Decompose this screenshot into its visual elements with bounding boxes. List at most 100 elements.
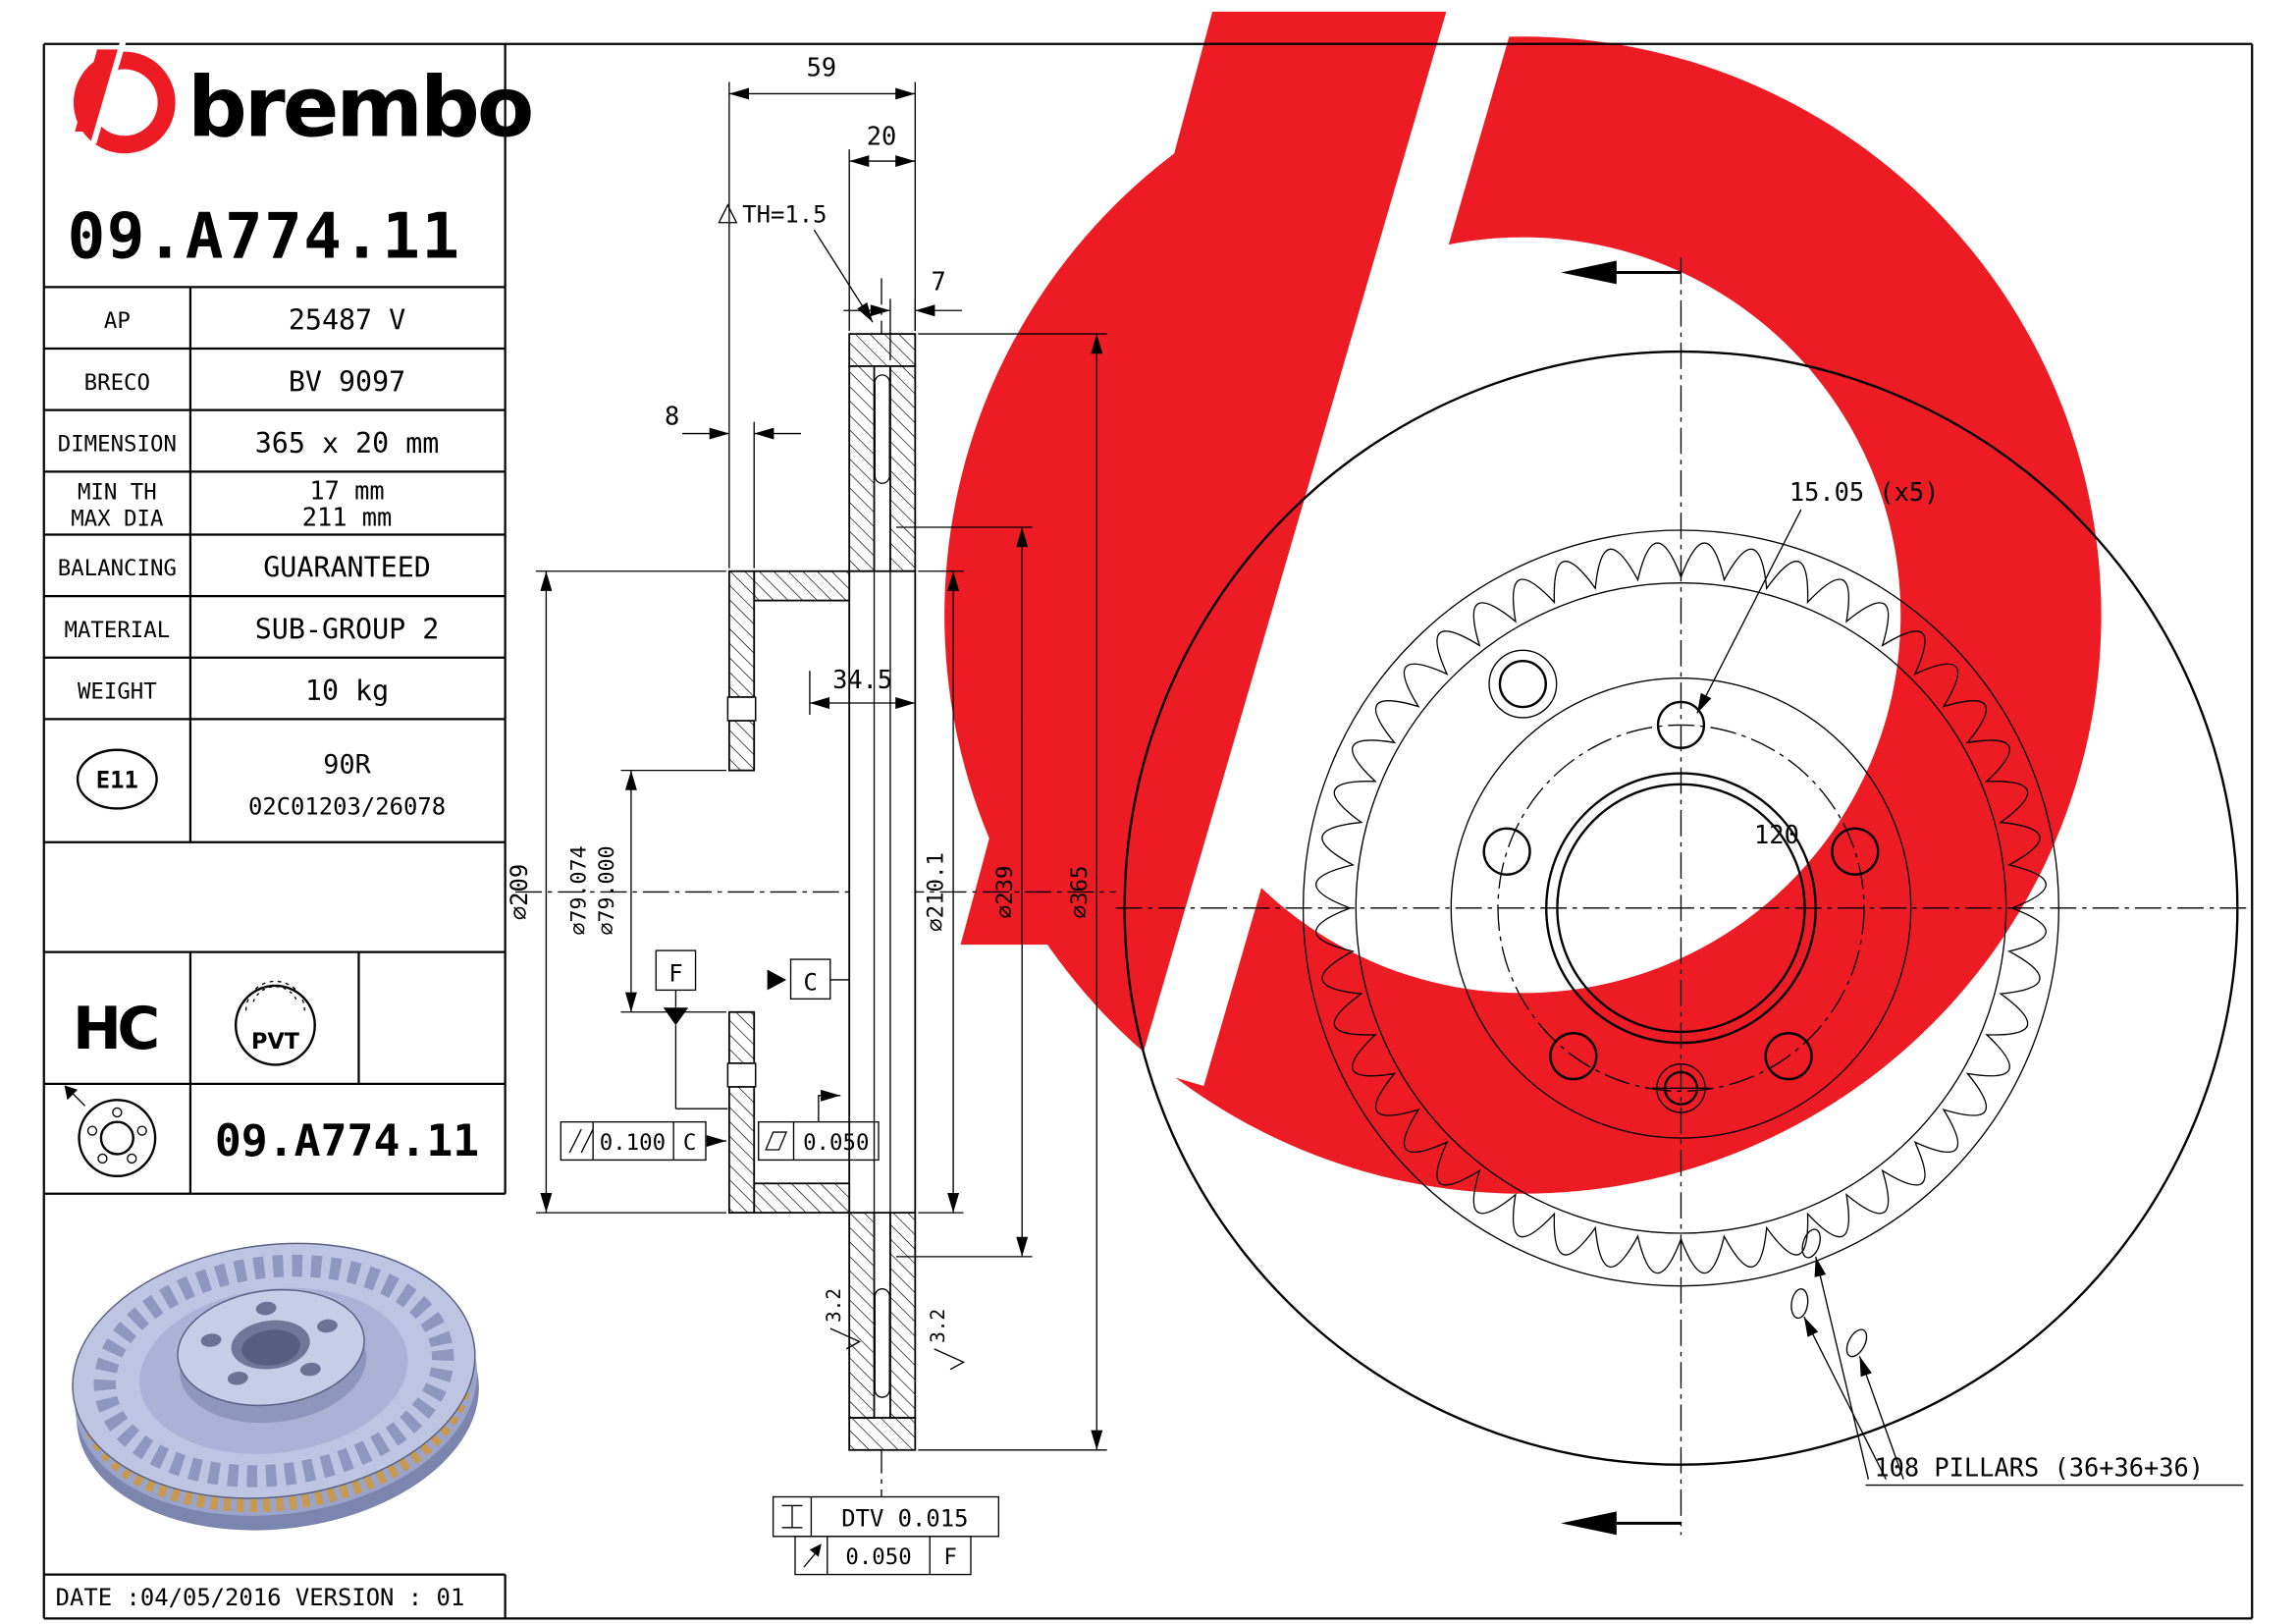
section-direction-arrow-bottom (1561, 1511, 1682, 1536)
dim-8-text: 8 (665, 402, 679, 431)
flatness-value: 0.050 (803, 1130, 869, 1156)
page-title-part-number: 09.A774.11 (68, 200, 461, 274)
drawing-frame (42, 42, 2254, 1620)
dim-dia-209: ⌀209 (506, 570, 726, 1214)
e11-badge-label: E11 (96, 767, 138, 794)
pillar-band-inner-circle (1355, 582, 2007, 1234)
weight-label: WEIGHT (78, 679, 157, 705)
balancing-label: BALANCING (58, 556, 177, 581)
vent-slots (874, 374, 890, 1398)
min-th-label: MIN TH (78, 480, 157, 506)
runout-datum: F (943, 1544, 956, 1570)
dim-59-text: 59 (807, 53, 837, 82)
weight-value: 10 kg (305, 675, 389, 707)
roughness-value-1: 3.2 (823, 1288, 845, 1323)
dtv-value: DTV 0.015 (841, 1504, 968, 1532)
part-number-repeat: 09.A774.11 (215, 1114, 479, 1166)
breco-value: BV 9097 (289, 365, 405, 398)
bolt-circle-dim-text: 120 (1754, 820, 1799, 849)
brand-wordmark: brembo (187, 60, 531, 157)
section-band (848, 333, 917, 1451)
min-th-value: 17 mm (309, 476, 384, 506)
datum-f: F (655, 949, 728, 1110)
dim-hat-depth-34-5: 34.5 (809, 665, 916, 715)
section-view: 59 20 TH=1.5 7 8 34.5 (506, 53, 1116, 1576)
datum-f-letter: F (668, 959, 682, 987)
dim-band-thickness-20: 20 (848, 122, 916, 332)
material-value: SUB-GROUP 2 (255, 613, 440, 645)
spec-table-grid (43, 43, 507, 1619)
center-bore (1556, 783, 1806, 1034)
dia-209-text: ⌀209 (506, 864, 533, 920)
ap-value: 25487 V (289, 304, 405, 337)
center-bore-chamfer (1545, 772, 1817, 1045)
parallelism-datum: C (683, 1130, 696, 1156)
dtv-symbol (781, 1504, 803, 1529)
dim-flange-8: 8 (665, 402, 801, 568)
dia-210-text: ⌀210.1 (924, 852, 949, 932)
front-view: 15.05 (x5) 120 108 PILLARS (36+36+36) (1115, 257, 2247, 1536)
datum-c-letter: C (803, 968, 817, 996)
dim-th-text: TH=1.5 (742, 201, 827, 229)
flatness-symbol (765, 1131, 788, 1151)
disc-outer-circle (1123, 350, 2239, 1466)
section-hat (726, 569, 851, 1215)
dimension-value: 365 x 20 mm (255, 427, 440, 460)
bolt-hole-callout: 15.05 (x5) (1696, 477, 1940, 714)
dim-th-variation: TH=1.5 (718, 201, 874, 323)
dia-365-text: ⌀365 (1067, 866, 1093, 919)
pvt-label: PVT (251, 1029, 300, 1055)
section-direction-arrow-top (1561, 260, 1682, 285)
locating-pin-hole (1651, 1063, 1711, 1113)
spec-table-content: AP 25487 V BRECO BV 9097 DIMENSION 365 x… (58, 304, 479, 1178)
pillar-detail-3 (1845, 1328, 1868, 1358)
pillar-detail-2 (1790, 1288, 1809, 1320)
pillar-detail-1 (1801, 1228, 1821, 1259)
bolt-hole-dim-text: 15.05 (x5) (1789, 477, 1940, 507)
max-dia-label: MAX DIA (71, 507, 164, 532)
disc-3d-render (72, 1242, 479, 1531)
pillar-scallop-ring (1315, 542, 2047, 1274)
roughness-mark-2: 3.2 (927, 1309, 966, 1371)
tolerance-flatness-frame: 0.050 (758, 1089, 880, 1162)
parallelism-symbol (568, 1128, 594, 1154)
disc-row-icon (64, 1085, 157, 1178)
tolerance-parallelism-frame: 0.100 C (560, 1120, 726, 1162)
datum-c: C (767, 958, 850, 1001)
roughness-mark-1: 3.2 (823, 1288, 862, 1350)
dim-dia-239: ⌀239 (895, 526, 1033, 1258)
runout-value: 0.050 (845, 1544, 911, 1570)
bolt-circle-centerline (1497, 724, 1865, 1092)
bolt-holes (1482, 700, 1880, 1081)
dimension-label: DIMENSION (58, 431, 177, 457)
breco-label: BRECO (84, 370, 150, 396)
dim-34-5-text: 34.5 (832, 665, 892, 694)
dim-dia-210-1: ⌀210.1 (918, 570, 964, 1214)
dim-overall-width-59: 59 (728, 53, 916, 568)
dim-7-text: 7 (932, 266, 946, 296)
dim-20-text: 20 (867, 122, 897, 151)
chamfered-hole (1488, 649, 1558, 719)
homologation-line2: 02C01203/26078 (248, 792, 446, 820)
pillar-band-outer-circle (1302, 529, 2060, 1287)
dia-79-hi-text: ⌀79.074 (567, 845, 592, 935)
roughness-value-2: 3.2 (927, 1309, 949, 1343)
e11-homologation-badge (76, 748, 158, 810)
dia-239-text: ⌀239 (992, 866, 1018, 919)
pillars-callout: 108 PILLARS (36+36+36) (1790, 1228, 2244, 1487)
runout-frame: 0.050 F (794, 1536, 972, 1576)
homologation-line1: 90R (323, 750, 371, 781)
pillars-text: 108 PILLARS (36+36+36) (1874, 1453, 2204, 1483)
balancing-value: GUARANTEED (263, 552, 431, 584)
parallelism-value: 0.100 (600, 1130, 666, 1156)
ap-label: AP (104, 308, 131, 334)
hub-face-circle (1450, 677, 1912, 1139)
dim-plate-7: 7 (843, 266, 963, 360)
footer-date-version: DATE :04/05/2016 VERSION : 01 (56, 1584, 465, 1611)
hc-high-carbon-logo: HC (73, 996, 156, 1063)
max-dia-value: 211 mm (302, 503, 393, 532)
material-label: MATERIAL (64, 618, 170, 643)
dim-dia-365: ⌀365 (918, 333, 1107, 1451)
